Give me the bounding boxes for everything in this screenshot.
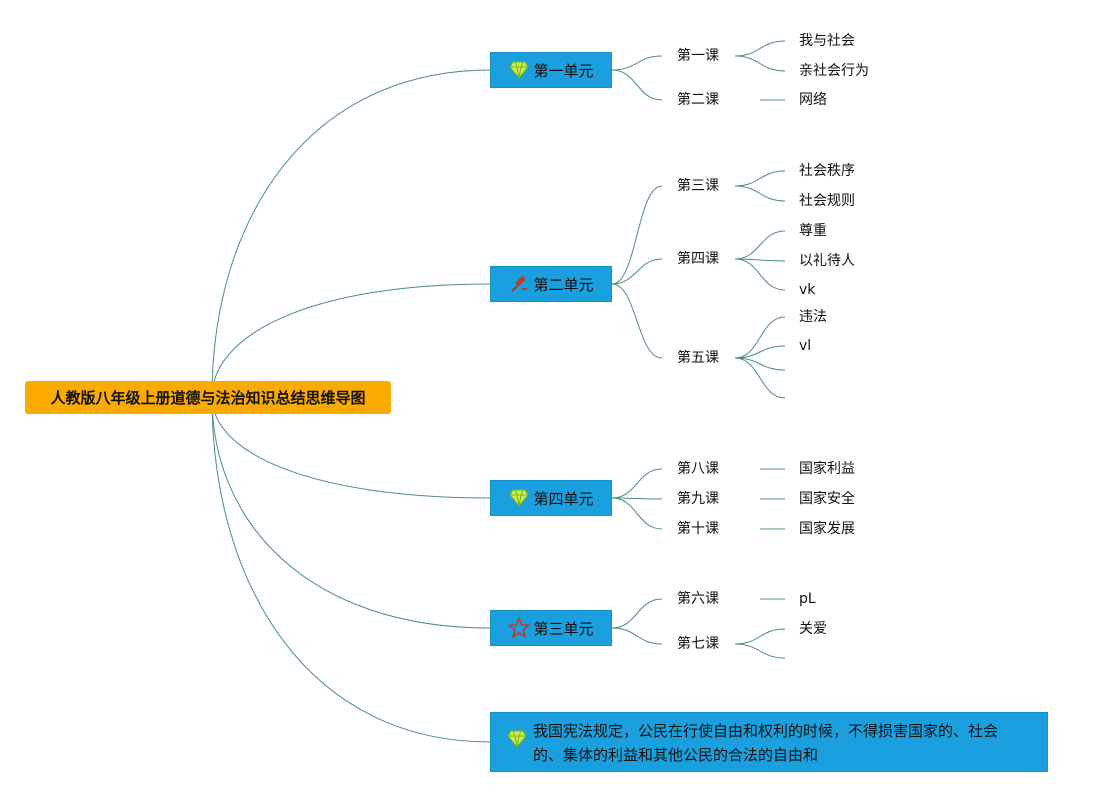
lesson-node[interactable]: 第一课 <box>677 48 719 64</box>
topic-node[interactable]: 社会秩序 <box>799 163 855 179</box>
diamond-icon <box>508 59 530 81</box>
topic-node[interactable]: 以礼待人 <box>799 253 855 269</box>
root-connector <box>211 283 491 398</box>
lesson-node[interactable]: 第七课 <box>677 636 719 652</box>
topic-node[interactable]: pL <box>799 591 816 607</box>
root-connector <box>211 396 491 499</box>
note-line-2: 的、集体的利益和其他公民的合法的自由和 <box>533 746 819 764</box>
unit-label-2: 第二单元 <box>533 275 594 294</box>
lesson-connector <box>734 258 786 291</box>
lesson-connector <box>734 643 786 659</box>
lesson-node[interactable]: 第十课 <box>677 521 719 537</box>
unit-node-2[interactable]: 第二单元 <box>490 266 612 302</box>
topic-node[interactable]: 我与社会 <box>799 33 855 49</box>
topic-node[interactable]: vl <box>799 338 812 354</box>
root-node[interactable]: 人教版八年级上册道德与法治知识总结思维导图 <box>25 381 391 414</box>
unit-connector <box>611 598 663 629</box>
lesson-connector <box>734 55 786 72</box>
lesson-connector <box>734 170 786 187</box>
topic-node[interactable]: 违法 <box>799 309 827 325</box>
unit-node-4[interactable]: 第三单元 <box>490 610 612 646</box>
root-connector <box>211 69 491 398</box>
unit-label-1: 第一单元 <box>533 61 594 80</box>
gavel-icon <box>508 273 530 295</box>
star-icon <box>508 617 531 639</box>
unit-connector <box>611 468 663 499</box>
connector-lines <box>211 40 786 743</box>
lesson-connector <box>734 258 786 262</box>
lesson-connector <box>734 628 786 645</box>
root-connector <box>211 396 491 743</box>
unit-connector <box>611 497 663 530</box>
lesson-node[interactable]: 第三课 <box>677 178 719 194</box>
topic-node[interactable]: 社会规则 <box>799 193 855 209</box>
lesson-node[interactable]: 第六课 <box>677 591 719 607</box>
lesson-connector <box>734 357 786 399</box>
unit-node-3[interactable]: 第四单元 <box>490 480 612 516</box>
topic-node[interactable]: 国家安全 <box>799 491 855 507</box>
lesson-node[interactable]: 第五课 <box>677 350 719 366</box>
lesson-connector <box>734 40 786 57</box>
diamond-icon <box>508 487 530 509</box>
unit-connector <box>611 283 663 359</box>
lesson-connector <box>734 185 786 202</box>
unit-label-4: 第三单元 <box>533 619 594 638</box>
unit-node-1[interactable]: 第一单元 <box>490 52 612 88</box>
unit-connector <box>611 627 663 645</box>
root-connector <box>211 396 491 629</box>
diamond-icon <box>507 730 529 752</box>
topic-node[interactable]: 关爱 <box>799 621 827 637</box>
unit-connector <box>611 185 663 285</box>
topic-node[interactable]: 网络 <box>799 92 827 108</box>
unit-connector <box>611 55 663 71</box>
topic-node[interactable]: 国家发展 <box>799 521 855 537</box>
unit-label-3: 第四单元 <box>533 489 594 508</box>
root-title: 人教版八年级上册道德与法治知识总结思维导图 <box>50 389 366 407</box>
topic-node[interactable]: 国家利益 <box>799 461 855 477</box>
unit-connector <box>611 69 663 101</box>
topic-node[interactable]: vk <box>799 282 816 298</box>
lesson-node[interactable]: 第八课 <box>677 461 719 477</box>
unit-connector <box>611 258 663 285</box>
lesson-connector <box>734 316 786 359</box>
note-node[interactable]: 我国宪法规定，公民在行使自由和权利的时候，不得损害国家的、社会 的、集体的利益和… <box>490 712 1048 772</box>
topic-node[interactable]: 尊重 <box>799 223 827 239</box>
lesson-connector <box>734 345 786 359</box>
lesson-node[interactable]: 第四课 <box>677 251 719 267</box>
lesson-node[interactable]: 第二课 <box>677 92 719 108</box>
lesson-node[interactable]: 第九课 <box>677 491 719 507</box>
note-line-1: 我国宪法规定，公民在行使自由和权利的时候，不得损害国家的、社会 <box>533 722 999 740</box>
unit-connector <box>611 497 663 500</box>
lesson-connector <box>734 230 786 260</box>
topic-node[interactable]: 亲社会行为 <box>799 63 869 79</box>
